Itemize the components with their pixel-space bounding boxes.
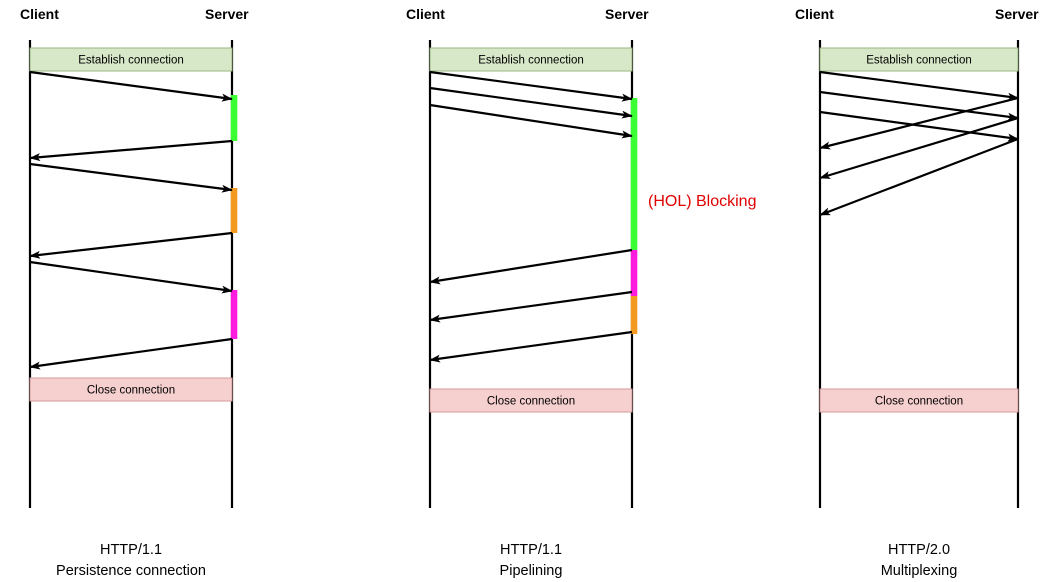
panel-http2-multiplexing-message-request-1 bbox=[819, 90, 1019, 121]
panel-http11-persistence-message-request-2 bbox=[29, 162, 233, 193]
panel-http11-persistence-activation-magenta bbox=[230, 290, 238, 339]
panel-http2-multiplexing-close-label: Close connection bbox=[875, 396, 963, 408]
panel-http11-pipelining-close-label: Close connection bbox=[487, 396, 575, 408]
panel-http11-persistence-message-request-0 bbox=[29, 70, 233, 102]
panel-http11-persistence-close-band bbox=[29, 377, 233, 402]
panel-http11-pipelining-establish-label: Establish connection bbox=[478, 55, 583, 67]
panel-http11-pipelining-client-header: Client bbox=[406, 6, 445, 22]
panel-http11-pipelining-activation-green bbox=[630, 98, 638, 250]
panel-http11-persistence-activation-green bbox=[230, 95, 238, 141]
panel-http11-persistence-message-response-5 bbox=[29, 337, 233, 370]
panel-http11-pipelining-server-header: Server bbox=[605, 6, 649, 22]
panel-http2-multiplexing-caption-title: HTTP/2.0 bbox=[888, 542, 950, 558]
panel-http11-pipelining-message-request-1 bbox=[429, 86, 633, 119]
panel-http11-persistence-caption-subtitle: Persistence connection bbox=[56, 563, 206, 579]
panel-http11-persistence-message-response-3 bbox=[29, 231, 233, 259]
panel-http11-pipelining-message-request-0 bbox=[429, 70, 633, 102]
panel-http2-multiplexing-caption-subtitle: Multiplexing bbox=[881, 563, 958, 579]
panel-http2-multiplexing-message-request-2 bbox=[819, 110, 1019, 142]
panel-http11-pipelining-caption-title: HTTP/1.1 bbox=[500, 542, 562, 558]
panel-http2-multiplexing-close-band bbox=[819, 388, 1019, 413]
panel-http2-multiplexing-client-header: Client bbox=[795, 6, 834, 22]
panel-http11-pipelining-message-request-2 bbox=[429, 103, 633, 139]
panel-http11-persistence-message-request-4 bbox=[29, 260, 233, 294]
panel-http2-multiplexing-message-response-3 bbox=[819, 96, 1019, 150]
panel-http11-persistence-establish-band bbox=[29, 47, 233, 72]
panel-http11-pipelining-message-response-5 bbox=[429, 330, 633, 363]
panel-http11-persistence-caption-title: HTTP/1.1 bbox=[100, 542, 162, 558]
panel-http11-persistence-close-label: Close connection bbox=[87, 385, 175, 397]
panel-http11-persistence-server-header: Server bbox=[205, 6, 249, 22]
panel-http2-multiplexing-message-request-0 bbox=[819, 70, 1019, 101]
panel-http11-pipelining-hol-blocking-label: (HOL) Blocking bbox=[648, 193, 756, 210]
panel-http11-persistence-activation-orange bbox=[230, 188, 238, 233]
panel-http2-multiplexing-server-header: Server bbox=[995, 6, 1039, 22]
panel-http11-pipelining-caption-subtitle: Pipelining bbox=[500, 563, 563, 579]
panel-http11-pipelining-close-band bbox=[429, 388, 633, 413]
panel-http2-multiplexing-establish-band bbox=[819, 47, 1019, 72]
panel-http11-persistence-client-header: Client bbox=[20, 6, 59, 22]
panel-http2-multiplexing-message-response-4 bbox=[819, 116, 1019, 180]
panel-http11-pipelining-activation-magenta bbox=[630, 250, 638, 296]
panel-http11-pipelining-message-response-4 bbox=[429, 290, 633, 323]
panel-http2-multiplexing-establish-label: Establish connection bbox=[866, 55, 971, 67]
panel-http11-pipelining-activation-orange bbox=[630, 296, 638, 334]
panel-http11-persistence-message-response-1 bbox=[29, 139, 233, 162]
panel-http11-persistence-establish-label: Establish connection bbox=[78, 55, 183, 67]
panel-http11-pipelining-message-response-3 bbox=[429, 248, 633, 285]
panel-http11-pipelining-establish-band bbox=[429, 47, 633, 72]
panel-http2-multiplexing-message-response-5 bbox=[819, 137, 1019, 217]
